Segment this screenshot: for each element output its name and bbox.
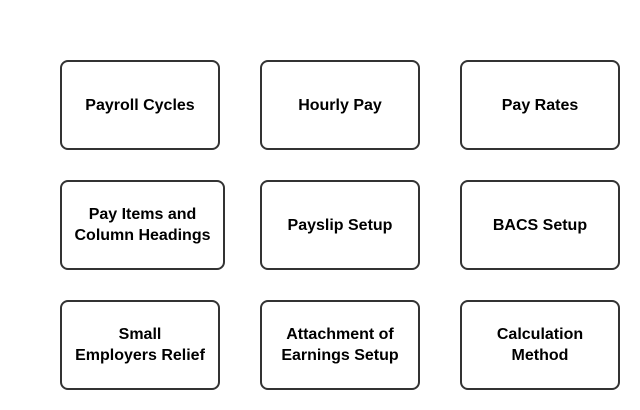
node-attachment-of-earnings[interactable]: Attachment of Earnings Setup bbox=[260, 300, 420, 390]
node-bacs-setup[interactable]: BACS Setup bbox=[460, 180, 620, 270]
node-hourly-pay[interactable]: Hourly Pay bbox=[260, 60, 420, 150]
node-payroll-cycles[interactable]: Payroll Cycles bbox=[60, 60, 220, 150]
node-calculation-method[interactable]: Calculation Method bbox=[460, 300, 620, 390]
node-payslip-setup[interactable]: Payslip Setup bbox=[260, 180, 420, 270]
node-pay-rates[interactable]: Pay Rates bbox=[460, 60, 620, 150]
node-pay-items[interactable]: Pay Items and Column Headings bbox=[60, 180, 225, 270]
node-small-employers-relief[interactable]: Small Employers Relief bbox=[60, 300, 220, 390]
